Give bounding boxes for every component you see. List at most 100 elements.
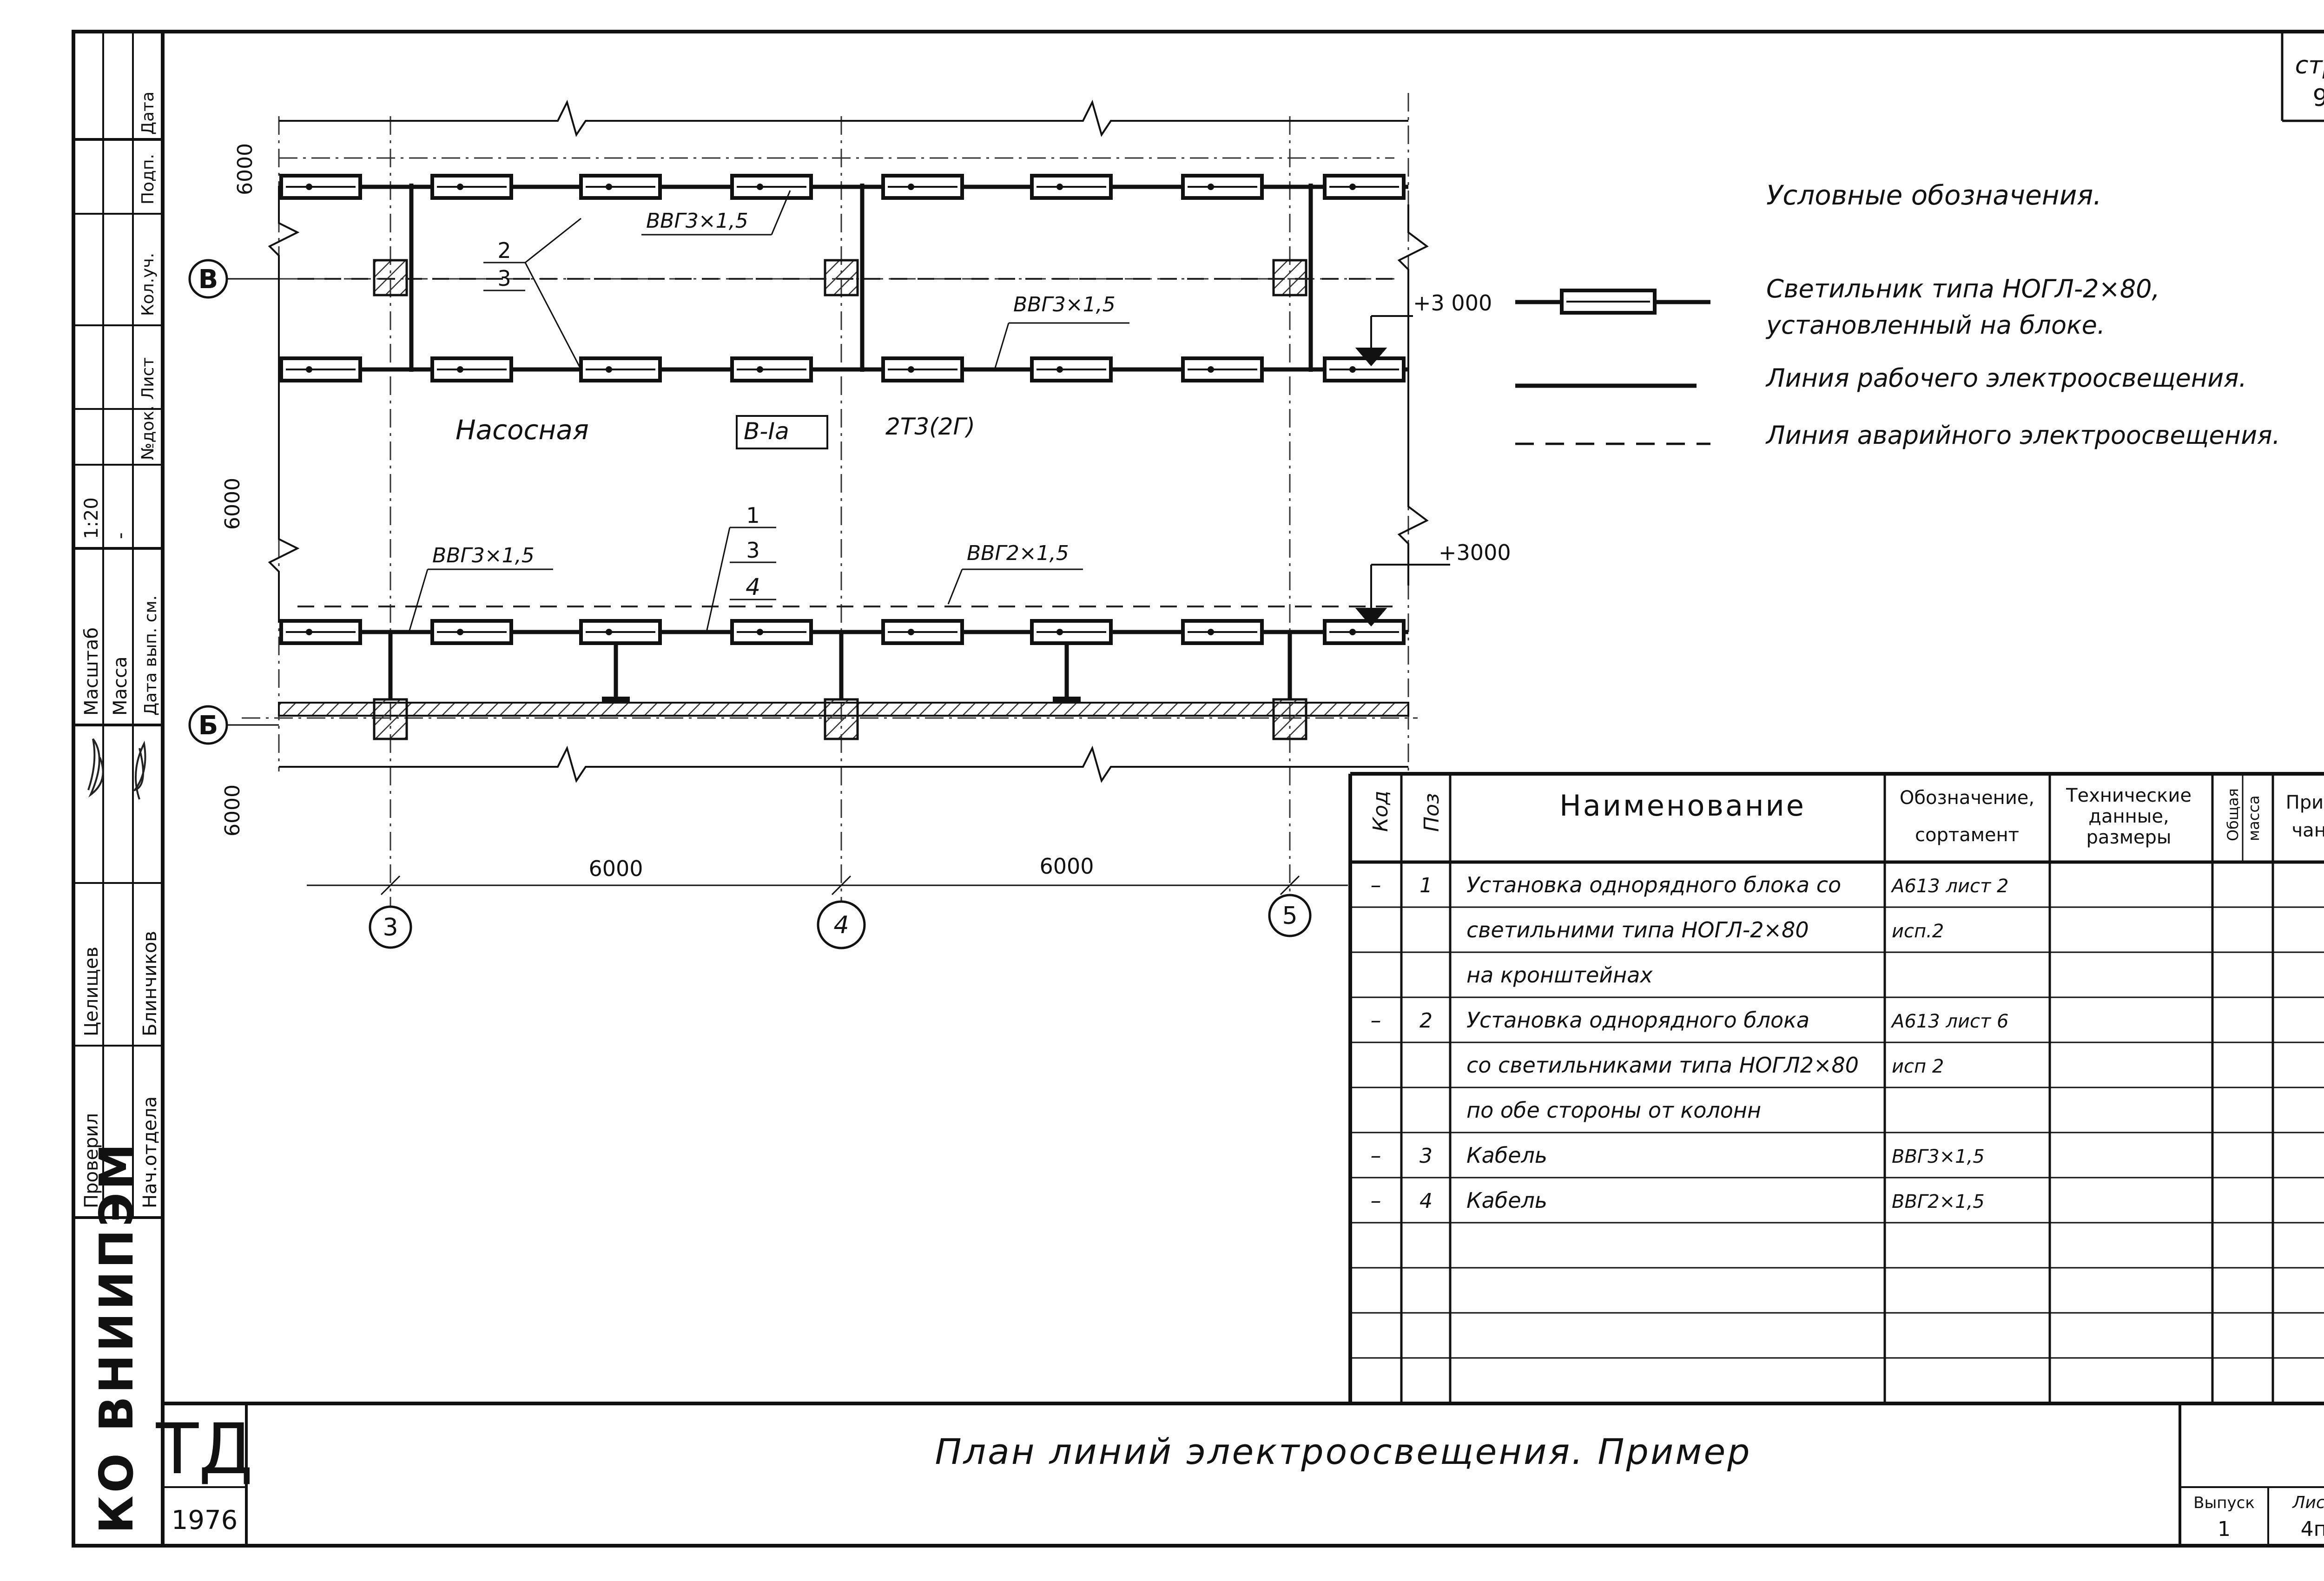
spec-row: со светильниками типа НОГЛ2×80 исп 2 <box>1466 1053 1944 1078</box>
cable-top-left-text: ВВГ3×1,5 <box>646 209 748 233</box>
callout-upper <box>483 217 582 370</box>
spec-cell-designation: ВВГ2×1,5 <box>1892 1191 1985 1212</box>
callout-lower <box>706 527 776 632</box>
luminaire-symbol <box>279 174 362 200</box>
spec-cell-pos: 4 <box>1419 1189 1433 1213</box>
sidebar-label-doc: №док. <box>139 405 158 460</box>
callout-lower-3: 4 <box>746 573 760 600</box>
spec-header-mass-1: Общая <box>2224 788 2242 841</box>
luminaire-symbol <box>1323 356 1406 382</box>
spec-header-designation-1: Обозначение, <box>1900 787 2034 809</box>
left-sidebar-stamp <box>73 32 163 1219</box>
drawing-title: План линий электроосвещения. Пример <box>935 1431 1751 1472</box>
spec-cell-pos: 2 <box>1419 1009 1433 1033</box>
spec-cell-code: – <box>1371 1188 1381 1213</box>
issue-label: Выпуск <box>2193 1494 2255 1512</box>
spec-cell-name: по обе стороны от колонн <box>1466 1098 1761 1123</box>
spec-header-note-2: чание <box>2292 820 2324 841</box>
luminaire-symbol <box>1181 356 1264 382</box>
title-block <box>163 1402 2324 1546</box>
page-number-box: стр. 9 <box>2295 52 2324 112</box>
spec-cell-name: со светильниками типа НОГЛ2×80 <box>1466 1053 1859 1078</box>
luminaire-symbol <box>730 356 813 382</box>
axis-bubble-4: 4 <box>817 900 866 949</box>
luminaire-symbol <box>730 174 813 200</box>
spec-row: по обе стороны от колонн <box>1466 1098 1761 1123</box>
sidebar-head-name: Блинчиков <box>139 931 161 1036</box>
cable-label-top-right: ВВГ3×1,5 <box>994 293 1129 370</box>
spec-header-tech-1: Технические <box>2066 785 2192 806</box>
title-year: 1976 <box>172 1505 238 1535</box>
axis-label-4: 4 <box>833 911 849 939</box>
cable-label-bottom-right: ВВГ2×1,5 <box>947 541 1083 605</box>
spec-header-pos: Поз <box>1420 793 1444 832</box>
luminaire-symbol <box>1030 174 1113 200</box>
luminaire-symbol <box>579 174 662 200</box>
legend-item-1-line-1: Светильник типа НОГЛ-2×80, <box>1766 274 2160 303</box>
legend-title: Условные обозначения. <box>1766 179 2102 211</box>
sidebar-label-sign: Подп. <box>139 154 158 204</box>
dim-left-upper: 6000 <box>221 478 244 530</box>
luminaire-symbol <box>1030 619 1113 645</box>
sidebar-label-sheet: Лист <box>139 357 158 400</box>
sidebar-label-qty: Кол.уч. <box>139 253 158 316</box>
room-class: В-Iа <box>744 418 789 445</box>
legend: Условные обозначения. Светильник типа НО… <box>1515 179 2280 450</box>
luminaire-symbol <box>881 356 964 382</box>
axis-bubble-b: В <box>188 259 279 299</box>
luminaire-symbol <box>881 619 964 645</box>
spec-cell-name: Установка однорядного блока <box>1466 1008 1809 1033</box>
spec-header-mass-2: масса <box>2245 795 2263 841</box>
sidebar-mass-label: Масса <box>110 656 131 716</box>
dim-bottom-1: 6000 <box>588 856 643 881</box>
axis-label-a: Б <box>198 711 218 741</box>
elevation-mark-lower <box>1355 564 1450 627</box>
luminaire-symbol <box>279 356 362 382</box>
sidebar-top-labels: Дата Подп. Кол.уч. Лист №док. <box>139 92 158 460</box>
spec-table-rows: – 1 Установка однорядного блока со А613 лис… <box>1371 872 2009 1213</box>
cable-label-bottom-left: ВВГ3×1,5 <box>408 544 553 632</box>
spec-header-code: Код <box>1369 790 1393 832</box>
axis-bubble-3: 3 <box>369 905 412 949</box>
sidebar-date-label: Дата вып. см. <box>141 595 160 716</box>
spec-cell-designation: исп 2 <box>1892 1056 1944 1077</box>
spec-cell-name: Кабель <box>1466 1188 1547 1213</box>
spec-cell-name: Кабель <box>1466 1143 1547 1168</box>
cable-bottom-right-text: ВВГ2×1,5 <box>967 541 1069 565</box>
luminaire-symbol <box>430 174 513 200</box>
sidebar-mass-value: - <box>110 533 131 539</box>
elevation-mark-upper <box>1355 315 1413 367</box>
page-number: 9 <box>2312 84 2324 112</box>
luminaire-symbol <box>430 619 513 645</box>
axis-label-5: 5 <box>1282 902 1297 930</box>
cable-label-top-left: ВВГ3×1,5 <box>641 190 791 236</box>
spec-cell-code: – <box>1371 1143 1381 1168</box>
issue-number: 1 <box>2218 1517 2231 1541</box>
spec-cell-name: Установка однорядного блока со <box>1466 872 1841 897</box>
spec-row: на кронштейнах <box>1466 962 1653 988</box>
legend-item-1-line-2: установленный на блоке. <box>1765 310 2105 340</box>
luminaire-symbol <box>1181 619 1264 645</box>
luminaire-symbol <box>430 356 513 382</box>
title-mark: ТД <box>156 1409 253 1490</box>
elevation-upper: +3 000 <box>1413 290 1492 316</box>
axis-label-b: В <box>198 264 218 295</box>
spec-header-note-1: Приме- <box>2286 792 2324 813</box>
page-number-label: стр. <box>2295 52 2324 79</box>
spec-table: Код Поз Наименование Обозначение, сортам… <box>1348 772 2324 1404</box>
spec-cell-code: – <box>1371 872 1381 897</box>
callout-lower-1: 1 <box>746 503 759 528</box>
luminaire-symbol <box>1323 174 1406 200</box>
sidebar-approvals: Проверил Целищев Нач.отдела Блинчиков <box>81 931 161 1208</box>
spec-cell-pos: 1 <box>1419 874 1433 897</box>
emergency-lighting-lines <box>297 278 1394 607</box>
luminaire-symbol <box>579 619 662 645</box>
spec-cell-designation: А613 лист 6 <box>1890 1011 2008 1032</box>
cable-top-right-text: ВВГ3×1,5 <box>1013 293 1116 316</box>
spec-header-tech-3: размеры <box>2086 827 2172 848</box>
spec-cell-designation: ВВГ3×1,5 <box>1892 1146 1985 1167</box>
luminaire-symbol <box>1181 174 1264 200</box>
